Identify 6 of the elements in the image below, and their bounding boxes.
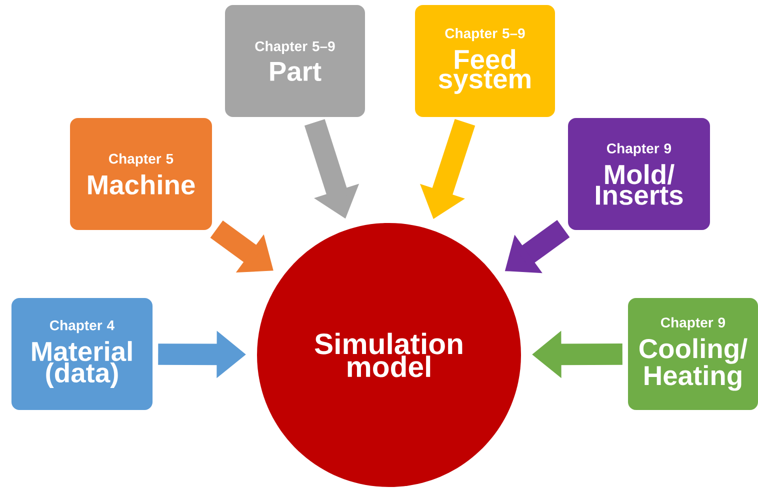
rounded-box: Chapter 5–9 Feed system [415, 5, 555, 117]
rounded-box: Chapter 5 Machine [70, 118, 212, 230]
rounded-box: Chapter 5–9 Part [225, 5, 365, 117]
rounded-box: Chapter 9 Cooling/ Heating [628, 298, 758, 410]
rounded-box: Chapter 9 Mold/ Inserts [568, 118, 710, 230]
rounded-box: Chapter 4 Material (data) [11, 298, 153, 410]
